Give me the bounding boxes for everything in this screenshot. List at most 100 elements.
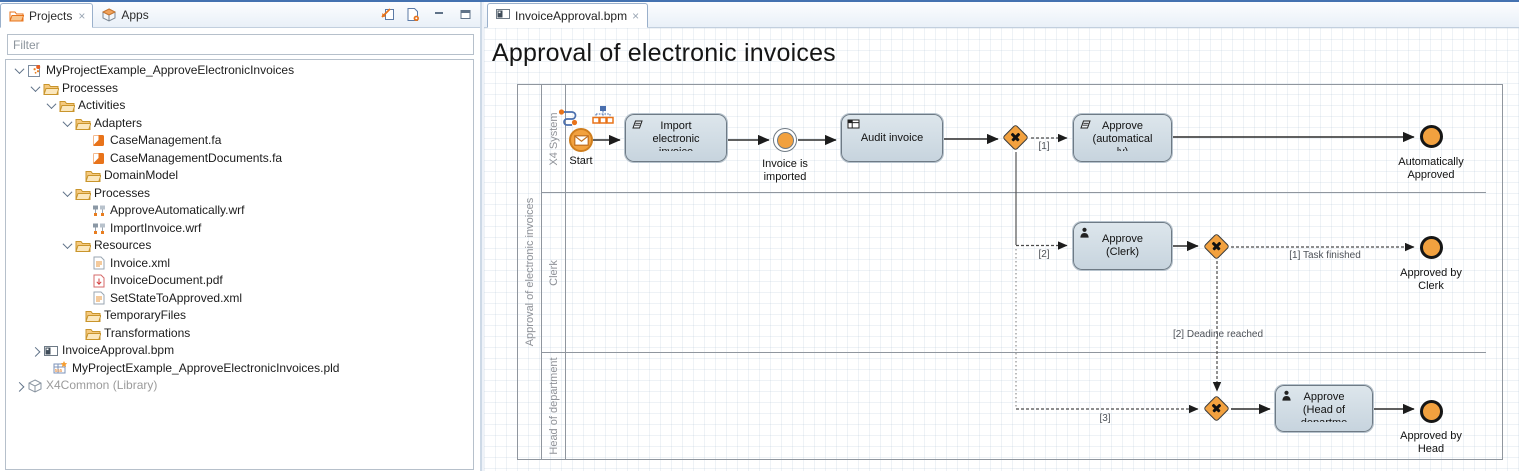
tree-item[interactable]: Processes <box>6 80 473 98</box>
flow-label-2: [2] <box>1038 249 1050 260</box>
folder-icon <box>42 82 59 95</box>
tree-item[interactable]: Transformations <box>6 325 473 343</box>
tree-item-label: InvoiceDocument.pdf <box>110 273 223 287</box>
tree-item-label: DomainModel <box>104 168 179 182</box>
chevron-down-icon[interactable] <box>62 186 72 197</box>
diagram-title: Approval of electronic invoices <box>492 39 836 67</box>
tree-item[interactable]: CaseManagement.fa <box>6 132 473 150</box>
end-event-approved-by-head[interactable] <box>1420 400 1443 423</box>
diagram-canvas[interactable]: Approval of electronic invoices Approval… <box>484 28 1519 471</box>
maximize-icon[interactable] <box>456 6 474 22</box>
link-with-editor-icon[interactable] <box>378 6 396 22</box>
task-approve-automatically[interactable]: Approve (automatical ly) <box>1072 113 1173 163</box>
folder-icon <box>84 327 101 340</box>
tree-item[interactable]: Adapters <box>6 115 473 133</box>
library-icon <box>26 379 43 393</box>
task-approve-clerk[interactable]: Approve (Clerk) <box>1072 221 1173 271</box>
end-event-automatically-approved[interactable] <box>1420 125 1443 148</box>
lane-head-of-department[interactable]: Head of department <box>542 353 565 459</box>
chevron-right-icon[interactable] <box>30 347 40 358</box>
document-gear-icon[interactable] <box>404 6 422 22</box>
tree-item[interactable]: CaseManagementDocuments.fa <box>6 150 473 168</box>
start-event-label: Start <box>569 155 593 167</box>
tree-item-label: Invoice.xml <box>110 255 171 270</box>
tree-item-label: CaseManagementDocuments.fa <box>110 150 283 165</box>
tree-item-label: Activities <box>78 98 126 112</box>
bpm-icon <box>42 345 59 357</box>
wrf-icon <box>90 204 107 217</box>
fa-icon <box>90 152 107 165</box>
table-task-icon <box>847 119 860 133</box>
tree-item-label: Resources <box>94 238 152 252</box>
pool-approval-of-electronic-invoices[interactable]: Approval of electronic invoices X4 Syste… <box>517 84 1503 460</box>
tree-item[interactable]: TemporaryFiles <box>6 307 473 325</box>
bpm-editor: InvoiceApproval.bpm × Approval of electr… <box>484 2 1519 471</box>
tree-item[interactable]: X4Common (Library) <box>6 377 473 395</box>
filter-input[interactable] <box>7 34 474 55</box>
tree-item[interactable]: ApproveAutomatically.wrf <box>6 202 473 220</box>
lane-head-of-department-label: Head of department <box>547 357 560 455</box>
tab-invoiceapproval-bpm[interactable]: InvoiceApproval.bpm × <box>487 3 649 28</box>
folder-icon <box>58 99 75 113</box>
tab-projects-label: Projects <box>29 8 73 23</box>
user-task-icon <box>1281 390 1292 405</box>
bpm-file-icon <box>496 8 510 23</box>
wrf-icon <box>90 222 107 235</box>
projects-folder-icon <box>8 9 25 22</box>
pdf-icon <box>90 274 107 288</box>
pld-icon: 555 <box>52 361 69 375</box>
lane-clerk-label: Clerk <box>547 259 560 286</box>
close-icon[interactable]: × <box>632 8 640 23</box>
tree-item[interactable]: Resources <box>6 237 473 255</box>
tree-item[interactable]: ImportInvoice.wrf <box>6 220 473 238</box>
chevron-down-icon[interactable] <box>14 64 24 75</box>
tree-item-label: SetStateToApproved.xml <box>110 290 243 305</box>
task-approve-head-of-department[interactable]: Approve (Head of departme <box>1274 384 1374 433</box>
tree-item[interactable]: MyProjectExample_ApproveElectronicInvoic… <box>6 62 473 80</box>
task-import-electronic-invoice[interactable]: Import electronic invoice <box>624 113 728 163</box>
task-audit-invoice[interactable]: Audit invoice <box>840 113 944 163</box>
tree-item[interactable]: Processes <box>6 185 473 203</box>
tree-item[interactable]: InvoiceApproval.bpm <box>6 342 473 360</box>
tree-item-label: MyProjectExample_ApproveElectronicInvoic… <box>72 360 340 375</box>
minimize-icon[interactable] <box>430 6 448 22</box>
lane-x4-system[interactable]: X4 System <box>542 85 565 193</box>
left-tabbar: Projects × Apps <box>0 2 480 28</box>
tree-item[interactable]: SetStateToApproved.xml <box>6 290 473 308</box>
tab-projects[interactable]: Projects × <box>0 3 94 28</box>
chevron-down-icon[interactable] <box>62 239 72 250</box>
project-tree: MyProjectExample_ApproveElectronicInvoic… <box>5 59 474 470</box>
service-task-icon <box>631 119 644 134</box>
chevron-down-icon[interactable] <box>30 81 40 92</box>
tree-item[interactable]: Activities <box>6 97 473 115</box>
lane-clerk[interactable]: Clerk <box>542 193 565 353</box>
tree-item-label: Processes <box>62 80 119 95</box>
end-event-approved-by-clerk[interactable] <box>1420 236 1443 259</box>
fa-icon <box>90 134 107 147</box>
tree-item[interactable]: Invoice.xml <box>6 255 473 273</box>
flow-label-1: [1] <box>1038 141 1050 152</box>
chevron-down-icon[interactable] <box>46 99 56 110</box>
xml-icon <box>90 291 107 305</box>
chevron-right-icon[interactable] <box>14 382 24 393</box>
start-event[interactable] <box>569 128 593 152</box>
tree-item[interactable]: InvoiceDocument.pdf <box>6 272 473 290</box>
intermediate-event-label: Invoice is imported <box>762 158 808 183</box>
tree-item[interactable]: DomainModel <box>6 167 473 185</box>
chevron-down-icon[interactable] <box>62 116 72 127</box>
flow-label-task-finished: [1] Task finished <box>1289 250 1361 261</box>
tab-apps[interactable]: Apps <box>93 2 155 27</box>
tree-item-label: ImportInvoice.wrf <box>110 220 202 235</box>
close-icon[interactable]: × <box>78 8 86 23</box>
tree-item-label: Adapters <box>94 115 143 130</box>
intermediate-event-invoice-imported[interactable] <box>773 128 797 152</box>
project-icon <box>26 63 43 78</box>
tree-item-label: TemporaryFiles <box>104 308 187 322</box>
flow-label-3: [3] <box>1099 413 1111 424</box>
org-hierarchy-icon <box>592 105 614 131</box>
xml-icon <box>90 256 107 270</box>
